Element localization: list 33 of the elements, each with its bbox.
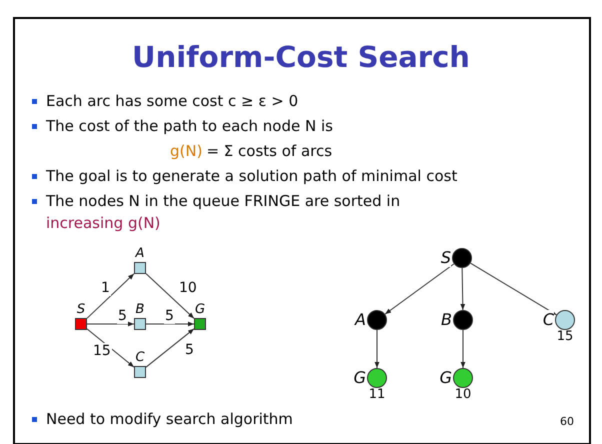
arrow <box>146 322 194 326</box>
bullet-text: The goal is to generate a solution path of minimal cost <box>46 167 458 185</box>
bullet-text: increasing g(N) <box>46 214 160 232</box>
arrow <box>146 328 194 368</box>
bullet-text: The cost of the path to each node N is <box>46 117 333 135</box>
cost-label: 10 <box>454 387 472 402</box>
cost-label: 15 <box>556 329 574 344</box>
bullet-text: Each arc has some cost c ≥ ε > 0 <box>46 92 298 110</box>
edge-label: 5 <box>164 308 175 324</box>
node-letter: B <box>134 302 146 317</box>
node-letter: S <box>76 302 86 317</box>
node-letter: S <box>440 248 451 267</box>
arrow <box>460 268 466 310</box>
arrow <box>86 328 134 368</box>
bullet-text: = Σ costs of arcs <box>206 142 332 160</box>
bullet-text: g(N) <box>170 142 202 160</box>
arrow <box>374 330 380 368</box>
bullet-text: The nodes N in the queue FRINGE are sorted in <box>46 192 400 210</box>
node-letter: G <box>194 302 206 317</box>
edge-label: 1 <box>100 280 111 296</box>
edge-label: 5 <box>117 308 128 324</box>
node-letter: A <box>134 246 146 261</box>
node-letter: C <box>134 350 146 365</box>
slide-title: Uniform-Cost Search <box>131 40 471 74</box>
arrow <box>86 322 134 326</box>
arrow <box>86 273 134 319</box>
bullet-text: Need to modify search algorithm <box>46 410 293 428</box>
arrow <box>146 273 194 319</box>
arrow <box>384 263 454 315</box>
arrow <box>460 330 466 368</box>
cost-label: 11 <box>368 387 386 402</box>
page-number: 60 <box>560 415 574 428</box>
arrow <box>470 262 557 316</box>
